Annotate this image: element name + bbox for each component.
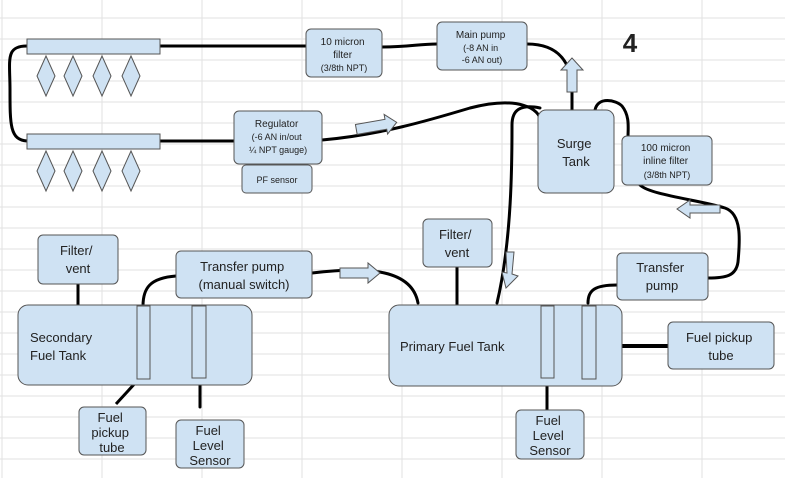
injector-top-2 — [63, 54, 83, 98]
fuel-level-sensor-right-label-1: Fuel — [536, 413, 561, 428]
secondary-level-sensor-tube — [191, 305, 207, 379]
svg-text:Fuel Level Sensor: Fuel Level Sensor — [189, 423, 231, 468]
fuel-line-secondary-to-transfer — [141, 274, 178, 308]
svg-text:Filter/ vent: Filter/ vent — [439, 227, 475, 260]
fuel-pickup-tube-left-label-1: Fuel — [98, 410, 123, 425]
main-pump-box — [436, 21, 528, 71]
svg-text:Filter/ vent: Filter/ vent — [60, 243, 96, 276]
flow-arrow-down-primary — [501, 251, 519, 289]
filter-10-micron-label-1: 10 micron — [321, 37, 365, 48]
fuel-level-sensor-right-box — [515, 409, 585, 460]
filter-10-micron-box — [305, 28, 383, 78]
svg-text:Fuel pickup tube: Fuel pickup tube — [91, 410, 132, 455]
fuel-pickup-tube-right-label-1: Fuel pickup — [686, 330, 752, 345]
filter-vent-left-label-1: Filter/ — [60, 243, 93, 258]
injector-bottom-2 — [63, 149, 83, 193]
fuel-pickup-tube-right-box — [667, 321, 775, 370]
svg-text:10 micron filter (3/8t: 10 micron filter (3/8th NPT) — [321, 37, 368, 73]
fuel-pickup-tube-left-label-3: tube — [99, 440, 124, 455]
secondary-fuel-tank-box — [17, 304, 253, 386]
injector-top-1 — [36, 54, 56, 98]
filter-100-micron-label-3: (3/8th NPT) — [644, 170, 691, 180]
fuel-level-sensor-left-label-2: Level — [193, 438, 224, 453]
secondary-fuel-tank-label-1: Secondary — [30, 330, 93, 345]
filter-vent-left-label-2: vent — [66, 261, 91, 276]
main-pump-label-2: (-8 AN in — [463, 43, 498, 53]
filter-100-micron-label-1: 100 micron — [641, 143, 690, 154]
secondary-fuel-tank-label-2: Fuel Tank — [30, 348, 87, 363]
fuel-line-surge-to-100-filter — [593, 99, 630, 139]
filter-10-micron-label-3: (3/8th NPT) — [321, 63, 368, 73]
svg-text:Main pump (-8 AN in -6: Main pump (-8 AN in -6 AN out) — [456, 30, 508, 65]
surge-tank-label-2: Tank — [562, 154, 590, 169]
surge-tank-box — [537, 109, 615, 194]
transfer-pump-manual-box — [175, 250, 313, 299]
svg-text:100 micron inline filter: 100 micron inline filter (3/8th NPT) — [641, 143, 693, 180]
regulator-label-3: ¼ NPT gauge) — [249, 145, 307, 155]
filter-vent-right-label-2: vent — [445, 245, 470, 260]
regulator-label-1: Regulator — [255, 119, 299, 130]
primary-fuel-tank-box — [388, 304, 623, 387]
svg-text:Surge Tank: Surge Tank — [557, 136, 595, 169]
primary-pickup-tube — [581, 305, 597, 380]
svg-text:Fuel pickup tube: Fuel pickup tube — [686, 330, 756, 363]
fuel-line-filter-to-main-pump — [380, 42, 439, 49]
surge-tank-label-1: Surge — [557, 136, 592, 151]
regulator-box — [233, 110, 323, 165]
fuel-rail-top — [26, 38, 161, 55]
fuel-line-transfer-to-primary-left — [310, 268, 420, 305]
fuel-level-sensor-left-label-1: Fuel — [196, 423, 221, 438]
svg-text:Secondary Fuel Tank: Secondary Fuel Tank — [30, 330, 96, 363]
pf-sensor-label: PF sensor — [256, 175, 297, 185]
svg-text:Fuel Level Sensor: Fuel Level Sensor — [529, 413, 571, 458]
flow-arrow-up-to-main-pump — [559, 57, 585, 93]
injector-top-4 — [121, 54, 141, 98]
fuel-level-sensor-right-label-3: Sensor — [529, 443, 571, 458]
fuel-line-transfer-to-primary — [586, 283, 619, 305]
fuel-pickup-tube-right-label-2: tube — [708, 348, 733, 363]
injector-bottom-1 — [36, 149, 56, 193]
page-number: 4 — [623, 28, 638, 58]
transfer-pump-right-label-1: Transfer — [636, 260, 685, 275]
fuel-line-primary-to-surge — [495, 105, 542, 305]
filter-10-micron-label-2: filter — [333, 50, 353, 61]
fuel-line-regulator-to-surge — [320, 101, 542, 142]
fuel-pickup-tube-left-label-2: pickup — [91, 425, 129, 440]
filter-vent-right-box — [422, 218, 493, 268]
svg-text:Transfer pump (manual swit: Transfer pump (manual switch) — [198, 259, 289, 292]
transfer-pump-right-box — [616, 252, 709, 301]
pf-sensor-box — [241, 164, 313, 194]
fuel-level-sensor-right-label-2: Level — [533, 428, 564, 443]
svg-text:Transfer pump: Transfer pump — [636, 260, 688, 293]
injector-top-3 — [92, 54, 112, 98]
filter-100-micron-box — [621, 135, 713, 186]
svg-text:Regulator (-6 AN in/out: Regulator (-6 AN in/out ¼ NPT gauge) — [249, 119, 307, 155]
fuel-rail-bottom — [26, 133, 161, 150]
injector-bottom-4 — [121, 149, 141, 193]
filter-100-micron-label-2: inline filter — [643, 156, 689, 167]
primary-fuel-tank-label: Primary Fuel Tank — [400, 339, 505, 354]
fuel-line-100-filter-to-transfer — [638, 183, 741, 280]
injector-bottom-3 — [92, 149, 112, 193]
flow-arrow-right-transfer — [339, 261, 381, 285]
fuel-level-sensor-left-box — [175, 419, 245, 469]
filter-vent-right-label-1: Filter/ — [439, 227, 472, 242]
transfer-pump-right-label-2: pump — [646, 278, 679, 293]
fuel-line-rail-loop — [8, 44, 29, 143]
fuel-pickup-tube-left-box — [78, 406, 147, 456]
primary-level-sensor-tube — [540, 305, 555, 379]
secondary-pickup-tube — [136, 305, 151, 380]
regulator-label-2: (-6 AN in/out — [252, 132, 303, 142]
main-pump-label-3: -6 AN out) — [462, 55, 503, 65]
filter-vent-left-box — [37, 234, 119, 285]
fuel-level-sensor-left-label-3: Sensor — [189, 453, 231, 468]
transfer-pump-manual-label-1: Transfer pump — [200, 259, 284, 274]
transfer-pump-manual-label-2: (manual switch) — [198, 277, 289, 292]
flow-arrow-to-surge — [354, 113, 398, 136]
flow-arrow-left-100-filter — [676, 199, 721, 219]
main-pump-label-1: Main pump — [456, 30, 506, 41]
